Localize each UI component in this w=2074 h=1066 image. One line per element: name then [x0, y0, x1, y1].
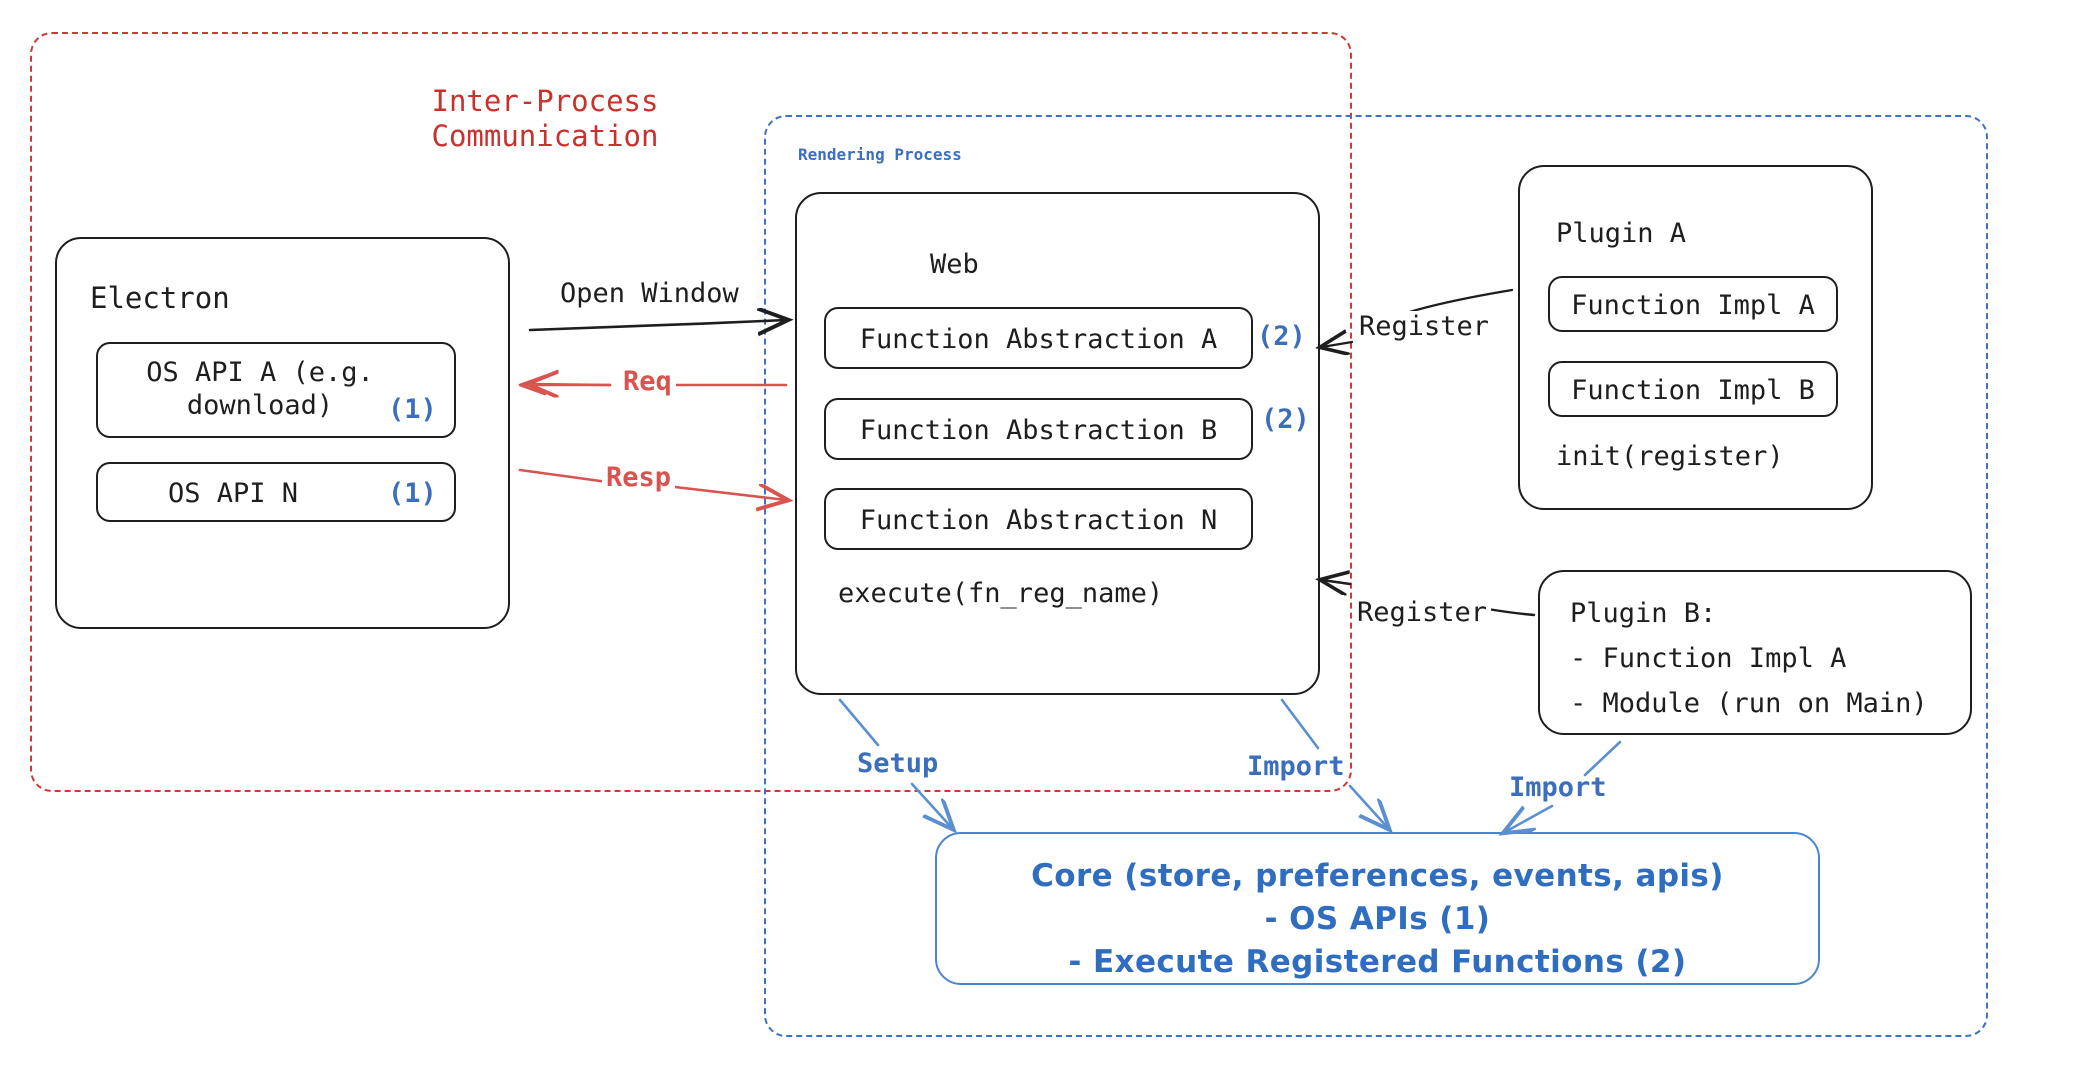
edge-label-register-a: Register: [1355, 311, 1494, 342]
web-execute-label: execute(fn_reg_name): [838, 578, 1164, 609]
os-api-a-label: OS API A (e.g. download): [146, 357, 374, 421]
function-impl-b-label: Function Impl B: [1571, 375, 1815, 406]
plugin-b-box[interactable]: [1538, 570, 1972, 735]
web-title: Web: [930, 249, 979, 280]
plugin-b-title: Plugin B:: [1570, 598, 1717, 629]
os-api-a-box[interactable]: [96, 342, 456, 438]
os-api-a-marker: (1): [388, 394, 437, 425]
electron-box[interactable]: [55, 237, 510, 629]
function-abstraction-a-box[interactable]: [824, 307, 1253, 369]
frame-label-ipc: Inter-Process Communication: [431, 84, 659, 154]
plugin-b-line-2: - Module (run on Main): [1570, 688, 1928, 719]
plugin-a-title: Plugin A: [1556, 218, 1687, 249]
os-api-n-box[interactable]: [96, 462, 456, 522]
core-line-3: - Execute Registered Functions (2): [1068, 944, 1687, 980]
function-impl-b-box[interactable]: [1548, 361, 1838, 417]
core-line-1: Core (store, preferences, events, apis): [1031, 858, 1724, 894]
edge-label-import-plugin-b: Import: [1509, 772, 1607, 803]
plugin-b-line-1: - Function Impl A: [1570, 643, 1847, 674]
core-line-2: - OS APIs (1): [1264, 901, 1491, 937]
os-api-n-marker: (1): [388, 478, 437, 509]
function-abstraction-b-box[interactable]: [824, 398, 1253, 460]
function-impl-a-label: Function Impl A: [1571, 290, 1815, 321]
edge-label-import-web: Import: [1247, 751, 1345, 782]
edge-label-resp: Resp: [602, 462, 676, 493]
edge-label-register-b: Register: [1353, 597, 1492, 628]
plugin-a-init-label: init(register): [1556, 441, 1784, 472]
electron-title: Electron: [90, 281, 230, 315]
function-abstraction-b-label: Function Abstraction B: [859, 415, 1218, 446]
function-abstraction-n-box[interactable]: [824, 488, 1253, 550]
frame-rendering-process: [764, 115, 1988, 1037]
frame-inter-process-communication: [30, 32, 1352, 792]
edge-label-setup: Setup: [857, 748, 939, 779]
plugin-a-box[interactable]: [1518, 165, 1873, 510]
frame-label-rendering-process: Rendering Process: [798, 145, 962, 164]
os-api-n-label: OS API N: [167, 478, 299, 509]
function-abstraction-b-marker: (2): [1261, 404, 1310, 435]
function-abstraction-a-label: Function Abstraction A: [859, 324, 1218, 355]
edge-label-open-window: Open Window: [560, 278, 739, 309]
function-abstraction-a-marker: (2): [1257, 321, 1306, 352]
function-abstraction-n-label: Function Abstraction N: [859, 505, 1218, 536]
web-box[interactable]: [795, 192, 1320, 695]
edge-label-req: Req: [619, 366, 676, 397]
function-impl-a-box[interactable]: [1548, 276, 1838, 332]
